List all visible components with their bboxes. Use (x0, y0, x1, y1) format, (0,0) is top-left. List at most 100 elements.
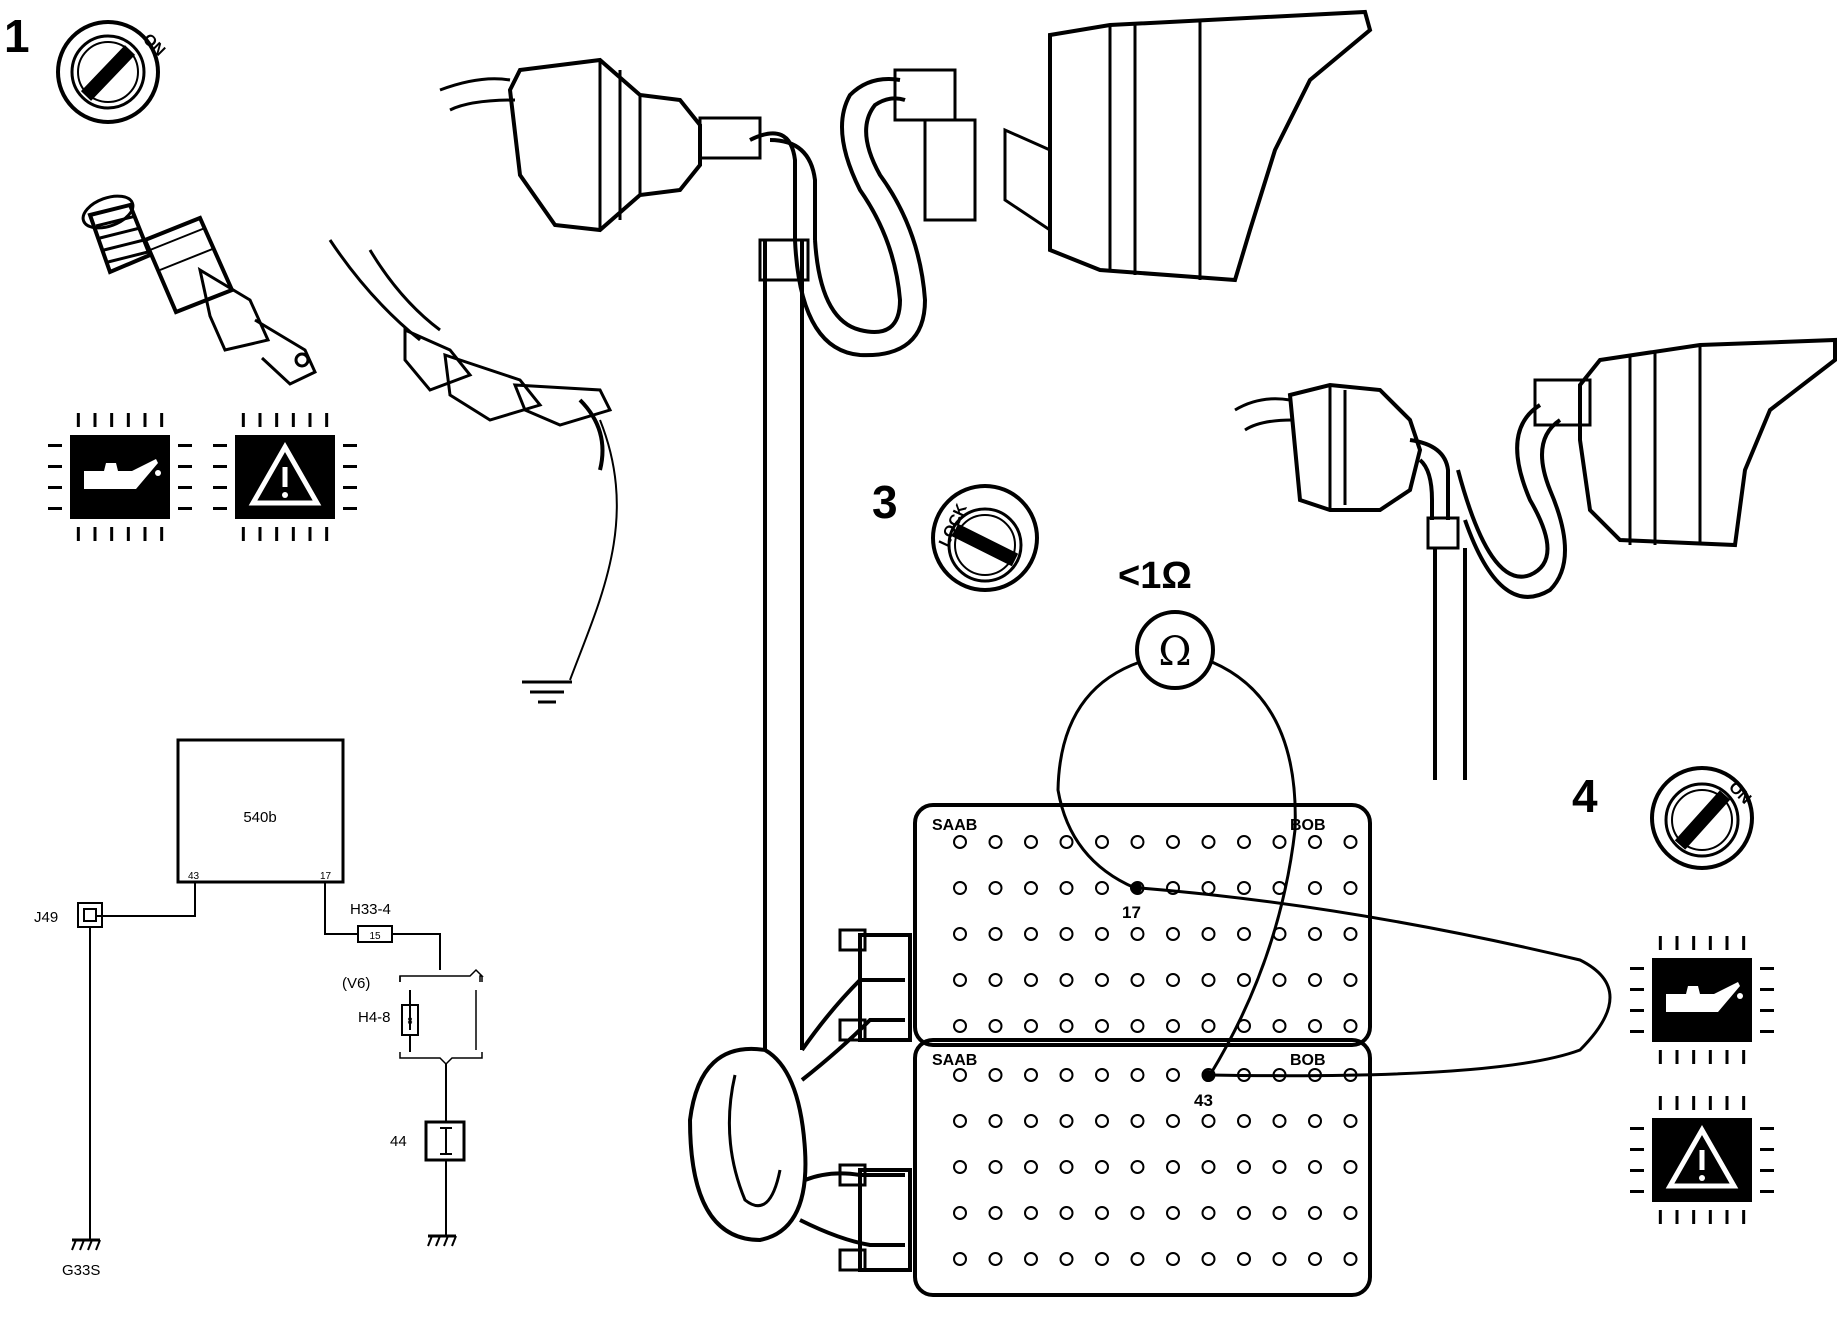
bob-lower-pin-hole (1130, 1206, 1145, 1220)
bob-lower-pin-hole (1095, 1114, 1109, 1128)
oil-drop (1737, 993, 1743, 999)
oil-pressure-warning-icon-step1 (48, 413, 192, 541)
ground-symbol-icon (522, 680, 572, 704)
bob-lower-pin-hole (1308, 1252, 1322, 1266)
oil-can-shape (1666, 982, 1740, 1012)
bob-upper-pin-hole (1272, 973, 1287, 987)
bob-upper-pin-hole (1343, 927, 1358, 941)
ohm-symbol: Ω (1158, 629, 1191, 675)
bob-lower-brand: SAAB (932, 1052, 977, 1069)
bob-upper-pin-hole (1024, 881, 1038, 895)
bob-upper-label: BOB (1290, 817, 1326, 834)
bob-upper-pin-hole (1343, 1019, 1358, 1033)
bob-lower-pin-hole (988, 1252, 1003, 1266)
bob-lower-pin-hole (1272, 1206, 1287, 1220)
bob-upper-pin-hole (1095, 881, 1109, 895)
bob-lower-pin-hole (1166, 1206, 1180, 1220)
exclamation-dot (1699, 1175, 1705, 1181)
step-4-number: 4 (1572, 770, 1598, 822)
general-warning-icon-step1 (213, 413, 357, 541)
bob-lower-pin-hole (1166, 1252, 1180, 1266)
bob-upper-pin-hole (988, 881, 1003, 895)
ground-g33s-symbol-icon (71, 1238, 101, 1251)
ohmmeter-icon: Ω (1135, 610, 1215, 690)
step-1-number: 1 (4, 10, 30, 62)
bob-lower-pin-hole (1024, 1160, 1038, 1174)
bob-upper-pin-hole (1059, 1019, 1074, 1033)
bob-lower-pin-hole (1308, 1160, 1322, 1174)
bob-upper-pin-hole (953, 927, 967, 941)
bob-upper-pin-hole (988, 927, 1003, 941)
warning-triangle (248, 441, 322, 506)
step-3-number: 3 (872, 476, 898, 528)
bob-lower-pin-hole (1024, 1206, 1038, 1220)
h33-value: 15 (369, 931, 381, 942)
oil-pressure-warning-icon-step4 (1630, 936, 1774, 1064)
sensor-connector-harness (328, 239, 618, 681)
bob-pin-17-label: 17 (1122, 903, 1141, 922)
bob-lower-pin-hole (1272, 1160, 1287, 1174)
bob-lower-pin-hole (953, 1068, 967, 1082)
ground-label: G33S (62, 1262, 100, 1279)
bob-upper-pin-hole (1024, 927, 1038, 941)
bob-upper-pin-hole (953, 835, 967, 849)
bob-upper-pin-hole (1343, 835, 1358, 849)
bob-lower-pin-hole (1166, 1160, 1180, 1174)
bob-upper-pin-hole (988, 1019, 1003, 1033)
resistance-reading: <1Ω (1118, 555, 1192, 597)
control-module-label: 540b (243, 809, 276, 826)
oil-drop (155, 470, 161, 476)
bob-upper-pin-hole (1166, 881, 1180, 895)
bob-upper-pin-hole (1130, 835, 1145, 849)
bob-upper-pin-hole (1237, 881, 1251, 895)
bob-lower-pin-hole (988, 1206, 1003, 1220)
bob-lower-pin-hole (1343, 1252, 1358, 1266)
bob-lower-pin-hole (1095, 1068, 1109, 1082)
connector-44-label: 44 (390, 1133, 407, 1150)
bob-lower-pin-hole (1201, 1160, 1216, 1174)
bob-lower-pin-hole (1024, 1068, 1038, 1082)
bob-lower-pin-hole (1237, 1252, 1251, 1266)
bob-upper-pin-hole (1308, 1019, 1322, 1033)
bob-lower-pin-hole (1130, 1068, 1145, 1082)
bob-upper-pin-hole (1059, 881, 1074, 895)
bob-lower-pin-grid (953, 1068, 1358, 1266)
bob-lower-pin-hole (953, 1114, 967, 1128)
bob-upper-pin-hole (1130, 973, 1145, 987)
bob-upper-pin-hole (988, 835, 1003, 849)
bob-upper-pin-hole (1024, 973, 1038, 987)
bob-lower-pin-hole (1059, 1114, 1074, 1128)
ecu-harness-right (1234, 337, 1837, 780)
bob-lower-pin-hole (1024, 1252, 1038, 1266)
ignition-key-lock-icon-step3: LOCK (931, 484, 1039, 592)
j49-label: J49 (34, 909, 58, 926)
bob-lower-pin-hole (953, 1206, 967, 1220)
bob-lower-pin-hole (1095, 1206, 1109, 1220)
bob-lower-pin-hole (953, 1160, 967, 1174)
bob-lower-pin-hole (1130, 1160, 1145, 1174)
ecu-harness-top (439, 9, 1373, 358)
bob-upper-pin-hole (1095, 927, 1109, 941)
bob-lower-pin-hole (953, 1252, 967, 1266)
exclamation-dot (282, 492, 288, 498)
bob-upper-pin-hole (1237, 927, 1251, 941)
bob-lower-pin-hole (988, 1068, 1003, 1082)
bob-harness (687, 238, 912, 1272)
bob-upper-pin-hole (1308, 973, 1322, 987)
bob-upper-pin-hole (988, 973, 1003, 987)
h4-label: H4-8 (358, 1009, 391, 1026)
bob-pin-43-label: 43 (1194, 1091, 1213, 1110)
bob-lower-pin-hole (1308, 1206, 1322, 1220)
bob-lower-pin-hole (1343, 1114, 1358, 1128)
break-out-box-upper: SAAB BOB (913, 803, 1372, 1047)
bob-lower-pin-hole (1130, 1114, 1145, 1128)
bob-lower-pin-hole (988, 1160, 1003, 1174)
bob-upper-pin-hole (1095, 835, 1109, 849)
bob-upper-pin-hole (1272, 1019, 1287, 1033)
bob-lower-pin-hole (1272, 1114, 1287, 1128)
bob-upper-pin-hole (1095, 973, 1109, 987)
general-warning-icon-step4 (1630, 1096, 1774, 1224)
bob-upper-pin-hole (1095, 1019, 1109, 1033)
bob-lower-pin-hole (1201, 1114, 1216, 1128)
